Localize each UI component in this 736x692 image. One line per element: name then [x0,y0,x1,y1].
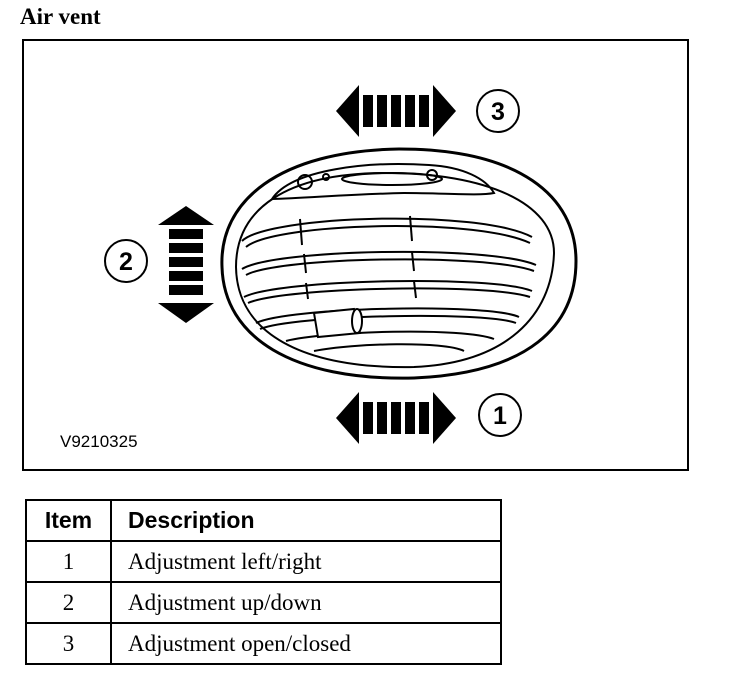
double-arrow-vertical-icon [158,206,214,323]
column-header-description: Description [110,499,502,542]
double-arrow-horizontal-icon [336,392,456,444]
table-row: 2 Adjustment up/down [25,581,502,624]
item-number: 3 [25,622,112,665]
callout-number: 3 [491,98,505,126]
vent-housing [220,147,578,380]
vent-adjustment-knob [312,307,363,339]
figure-code: V9210325 [60,432,138,451]
item-description: Adjustment open/closed [110,622,502,665]
item-number: 2 [25,581,112,624]
table-row: 1 Adjustment left/right [25,540,502,583]
vent-louvers [241,215,537,352]
callout-2: 2 [104,239,148,283]
item-number: 1 [25,540,112,583]
air-vent-drawing: 3 1 2 V9210325 [60,85,578,451]
vent-top-trim [270,163,496,201]
item-description: Adjustment up/down [110,581,502,624]
table-row: 3 Adjustment open/closed [25,622,502,665]
air-vent-illustration: 3 1 2 V9210325 [22,39,689,471]
callout-1: 1 [478,393,522,437]
legend-table: Item Description 1 Adjustment left/right… [25,499,502,665]
double-arrow-horizontal-icon [336,85,456,137]
callout-3: 3 [476,89,520,133]
callout-number: 1 [493,402,507,430]
table-header-row: Item Description [25,499,502,542]
column-header-item: Item [25,499,112,542]
page-title: Air vent [20,4,101,29]
item-description: Adjustment left/right [110,540,502,583]
callout-number: 2 [119,248,133,276]
